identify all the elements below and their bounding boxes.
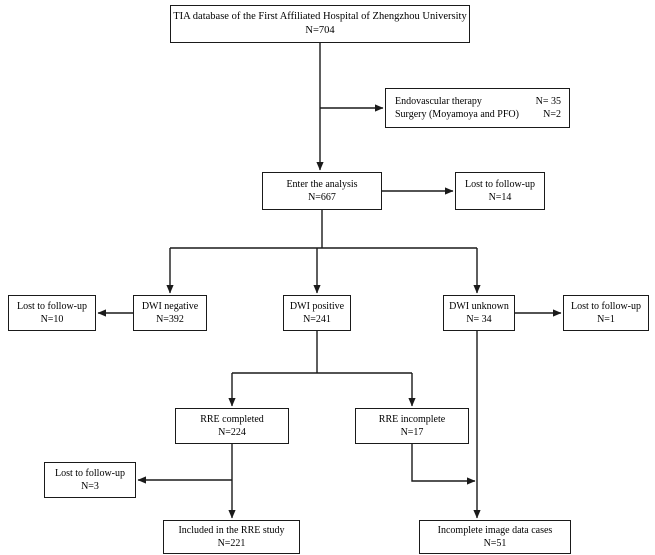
node-label: Lost to follow-up	[17, 300, 87, 312]
node-label: RRE completed	[200, 413, 264, 425]
node-count: N=667	[308, 192, 336, 203]
node-label: Lost to follow-up	[55, 467, 125, 479]
node-label: RRE incomplete	[378, 413, 446, 425]
tia-database-box: TIA database of the First Affiliated Hos…	[170, 5, 470, 43]
node-count: N=1	[597, 314, 615, 325]
node-label: Included in the RRE study	[178, 524, 285, 536]
node-row-label: Endovascular therapy	[395, 95, 482, 107]
node-count: N=241	[303, 314, 331, 325]
node-row: Endovascular therapy N= 35	[395, 95, 561, 108]
node-count: N=3	[81, 481, 99, 492]
node-label: Lost to follow-up	[465, 178, 535, 190]
node-label: Lost to follow-up	[571, 300, 641, 312]
node-count: N= 34	[466, 314, 492, 325]
node-count: N=704	[305, 25, 335, 36]
node-label: DWI positive	[289, 300, 345, 312]
dwi-unknown-box: DWI unknown N= 34	[443, 295, 515, 331]
node-label: Enter the analysis	[286, 178, 358, 190]
node-row: Surgery (Moyamoya and PFO) N=2	[395, 108, 561, 121]
node-count: N=14	[488, 192, 512, 203]
node-count: N=51	[483, 538, 507, 549]
node-label: DWI negative	[141, 300, 199, 312]
node-label: DWI unknown	[449, 300, 509, 312]
node-label: Incomplete image data cases	[437, 524, 553, 536]
node-count: N=221	[217, 538, 246, 549]
node-row-value: N=2	[543, 109, 561, 120]
node-row-label: Surgery (Moyamoya and PFO)	[395, 109, 519, 120]
node-count: N=224	[218, 427, 246, 438]
node-count: N=392	[156, 314, 184, 325]
node-row-value: N= 35	[535, 95, 561, 107]
node-count: N=17	[400, 427, 424, 438]
node-count: N=10	[40, 314, 64, 325]
node-label: TIA database of the First Affiliated Hos…	[173, 11, 467, 23]
edge-rre-incomplete-merge	[411, 444, 476, 485]
